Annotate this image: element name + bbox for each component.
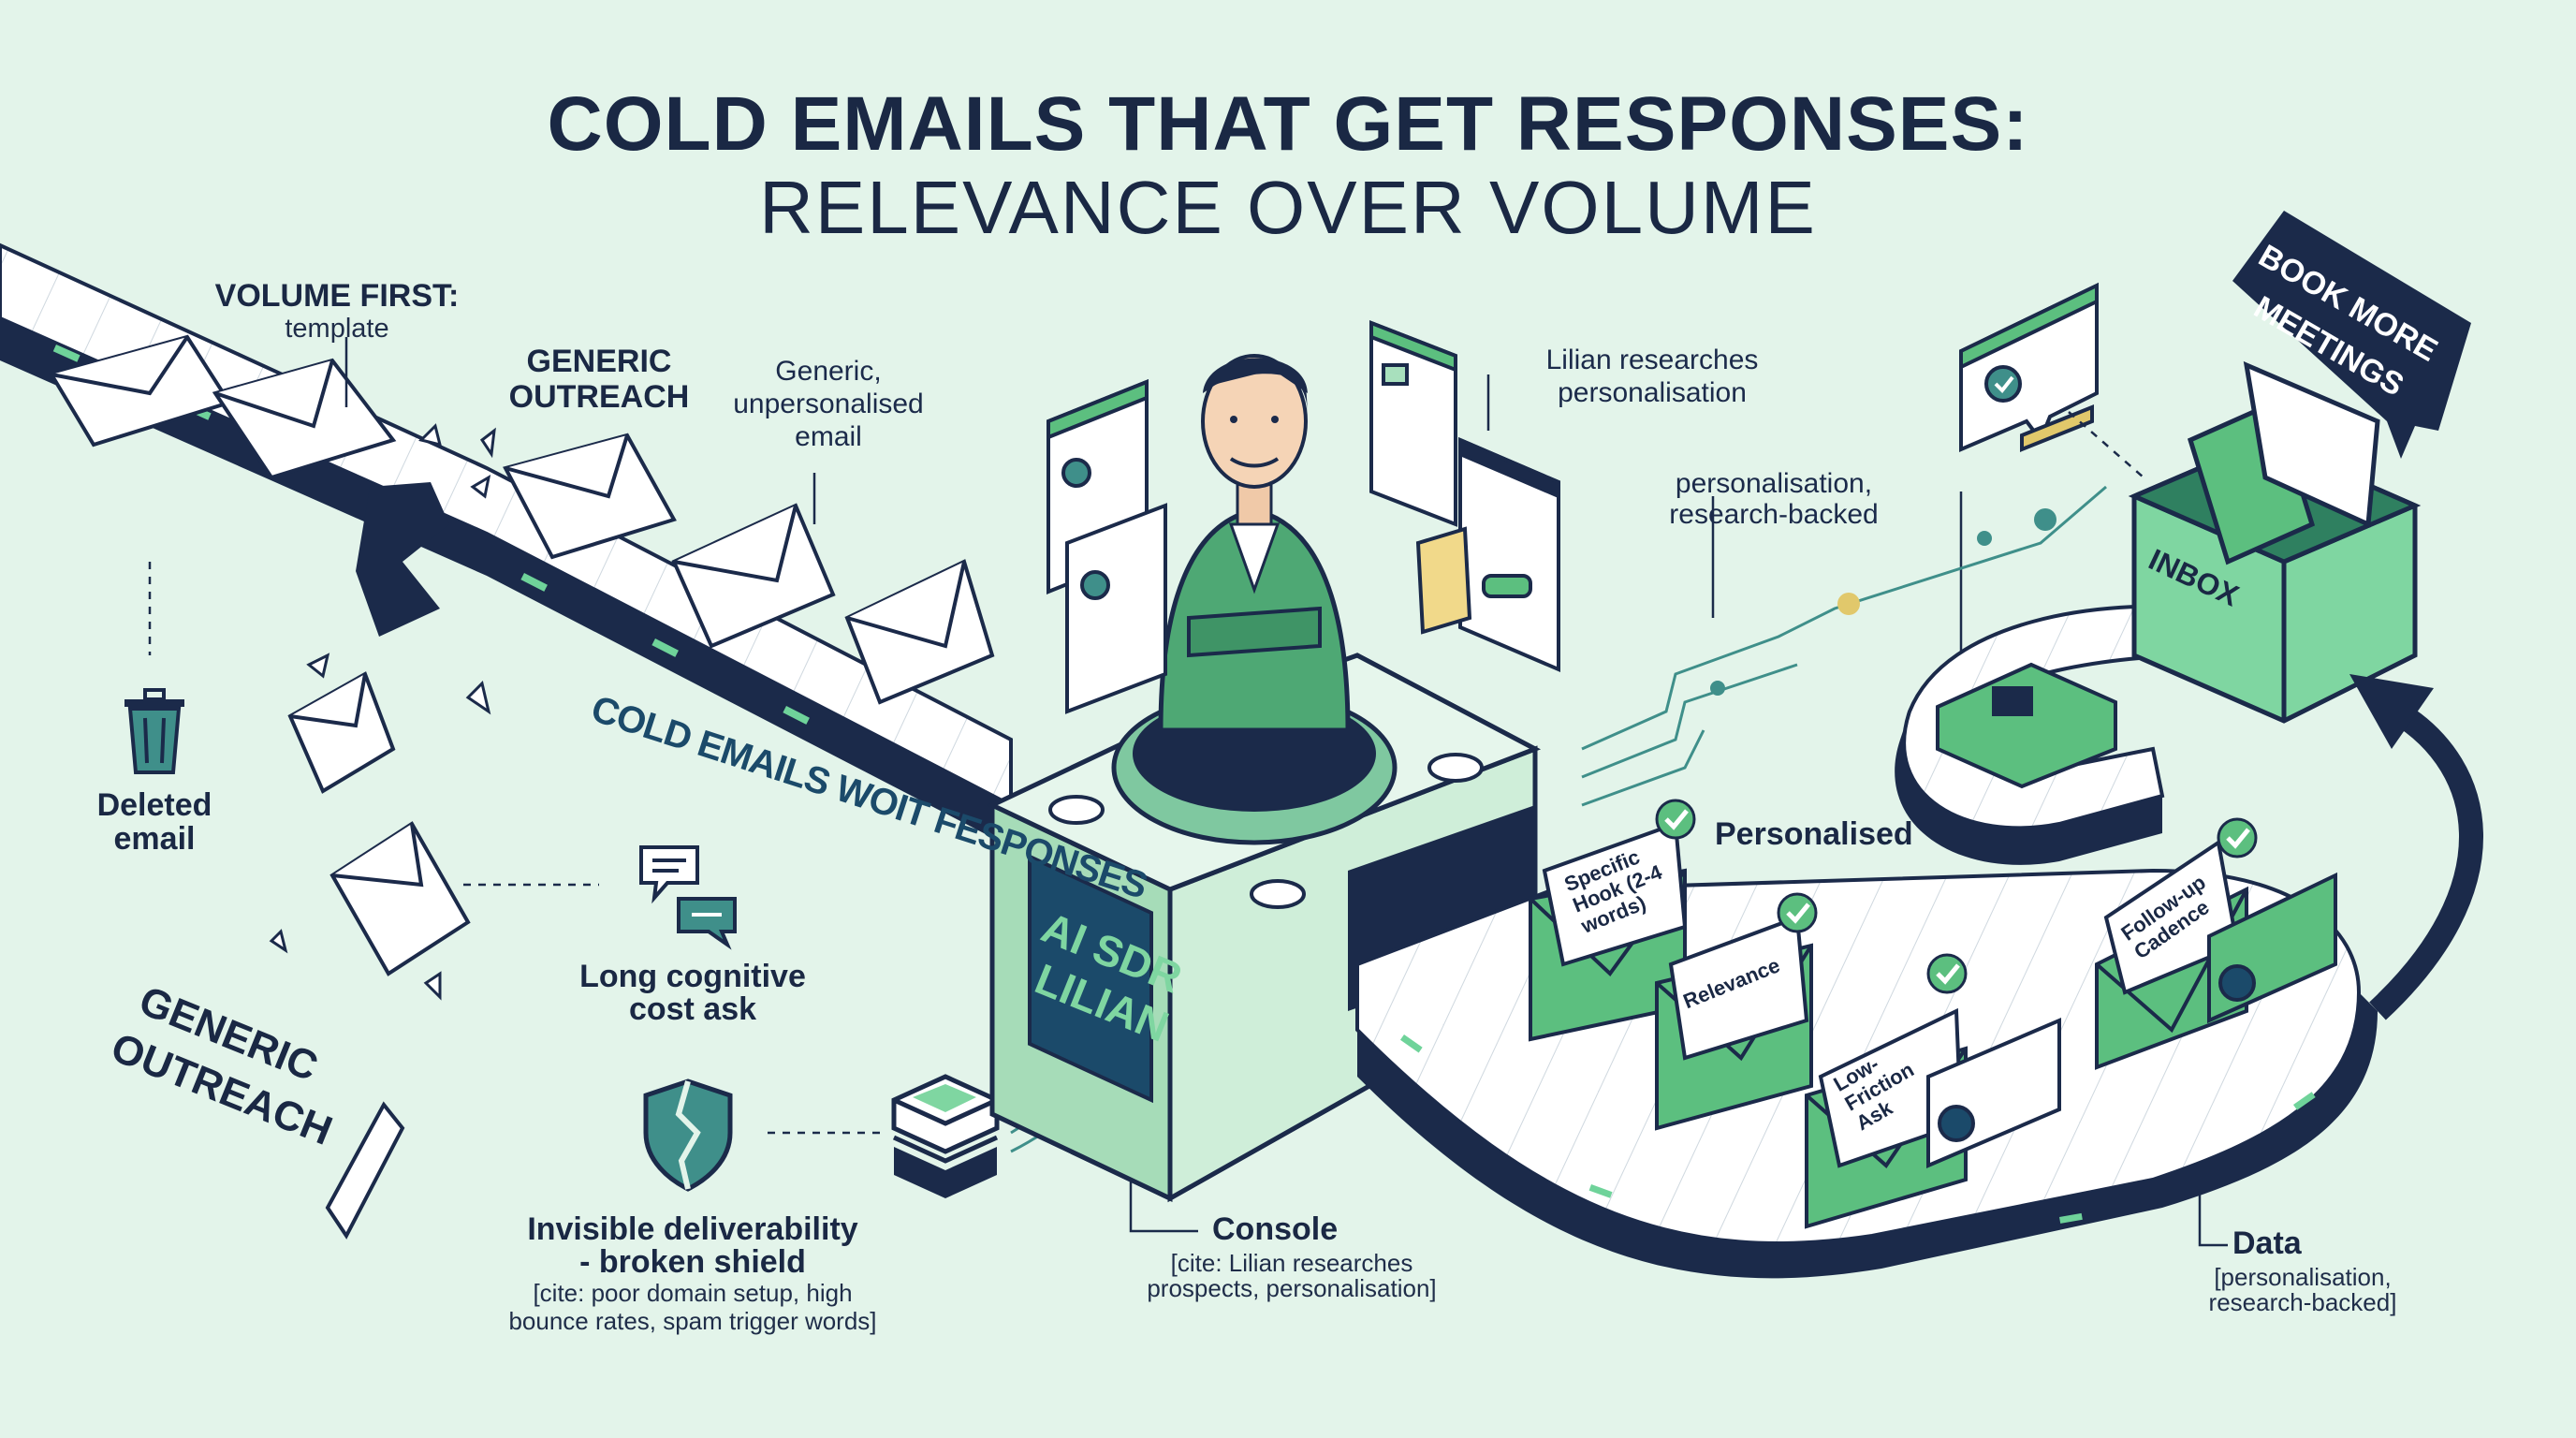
trash-icon xyxy=(124,688,184,774)
check-icon xyxy=(1655,799,1696,840)
envelope-icon xyxy=(503,433,677,560)
envelope-icon xyxy=(844,559,995,705)
generic-outreach-label-2: OUTREACH xyxy=(508,379,690,415)
generic-email-line2: unpersonalised xyxy=(733,389,924,419)
deliverability-cite-1: [cite: poor domain setup, high xyxy=(533,1279,853,1307)
check-badges xyxy=(1655,799,2258,994)
deliverability-line1: Invisible deliverability xyxy=(527,1211,858,1247)
personalisation-line2: research-backed xyxy=(1669,499,1879,530)
inbox-box xyxy=(2128,360,2422,724)
message-card-icon xyxy=(1926,1017,2061,1169)
envelope-icon xyxy=(212,358,397,480)
console-cite-1: [cite: Lilian researches xyxy=(1170,1249,1413,1277)
generic-email-line3: email xyxy=(795,421,862,452)
deliverability-line2: - broken shield xyxy=(579,1244,806,1280)
profile-cards xyxy=(1046,320,1560,714)
personalisation-line1: personalisation, xyxy=(1675,468,1873,499)
envelope-icon xyxy=(671,503,836,649)
envelope-shard-icon xyxy=(325,1101,405,1240)
check-icon xyxy=(1777,892,1818,933)
volume-first-title: VOLUME FIRST: xyxy=(214,278,460,314)
deleted-email-line1: Deleted xyxy=(96,787,212,823)
page-title-line2: RELEVANCE OVER VOLUME xyxy=(759,166,1817,249)
page-title-line1: COLD EMAILS THAT GET RESPONSES: xyxy=(547,81,2029,167)
open-envelope-icon xyxy=(1655,915,1813,1131)
open-envelope-icon xyxy=(1805,1007,1968,1229)
dashed-arrow-to-inbox xyxy=(2068,411,2144,478)
return-arrow xyxy=(2349,674,2483,1020)
deliverability-cite-2: bounce rates, spam trigger words] xyxy=(508,1307,877,1335)
generic-email-line1: Generic, xyxy=(775,356,882,387)
generic-outreach-label-1: GENERIC xyxy=(526,344,672,379)
envelope-icon xyxy=(287,671,396,794)
personalised-envelopes xyxy=(1529,821,2337,1229)
data-cite-2: research-backed] xyxy=(2208,1288,2397,1316)
check-icon xyxy=(2217,817,2258,858)
console-cite-2: prospects, personalisation] xyxy=(1147,1274,1437,1302)
book-meetings-sign xyxy=(2232,211,2471,459)
note-icon xyxy=(1415,526,1472,635)
console-title: Console xyxy=(1212,1211,1339,1247)
research-doc-icon xyxy=(1458,436,1560,673)
broken-shield-icon xyxy=(643,1078,733,1192)
long-ask-line2: cost ask xyxy=(628,991,757,1027)
generic-envelopes xyxy=(48,334,995,1240)
research-doc-icon xyxy=(1369,320,1457,527)
deleted-email-line2: email xyxy=(113,821,196,857)
pointer-lines xyxy=(344,337,2228,1247)
check-message-icon xyxy=(1959,282,2099,453)
connector-lines xyxy=(148,562,880,1135)
data-cite-1: [personalisation, xyxy=(2214,1263,2392,1291)
lilian-avatar xyxy=(1158,354,1351,733)
personalised-label: Personalised xyxy=(1715,816,1913,852)
envelope-icon xyxy=(329,821,471,976)
data-title: Data xyxy=(2232,1225,2302,1261)
envelope-pouch-icon xyxy=(1936,662,2117,789)
chat-bubbles-icon xyxy=(639,845,737,950)
research-line1: Lilian researches xyxy=(1545,345,1759,375)
volume-first-sub: template xyxy=(285,314,389,344)
profile-card-icon xyxy=(1065,503,1167,714)
long-ask-line1: Long cognitive xyxy=(579,959,806,994)
check-icon xyxy=(1926,953,1968,994)
research-line2: personalisation xyxy=(1558,377,1747,408)
server-stack-icon xyxy=(891,1074,1000,1198)
paper-shards xyxy=(269,423,496,1001)
message-card-icon xyxy=(2207,872,2337,1024)
